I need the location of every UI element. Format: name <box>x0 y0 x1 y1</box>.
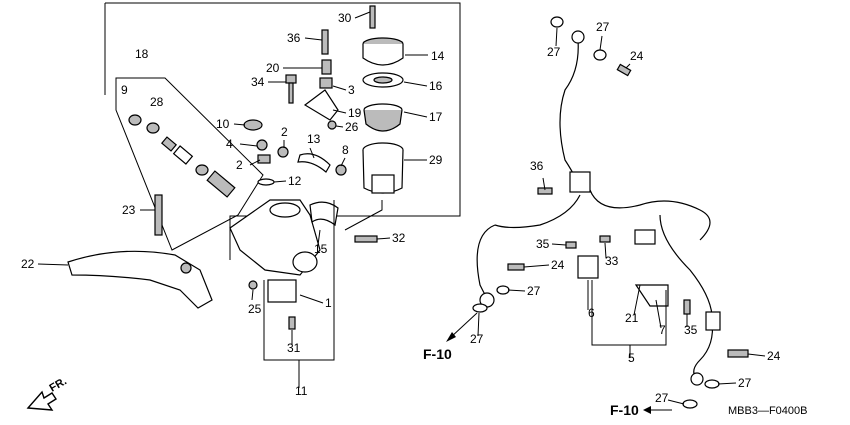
part-number-callout: 22 <box>21 257 35 271</box>
part-number-callout: 14 <box>431 49 445 63</box>
part-number-callout: 12 <box>288 174 302 188</box>
part-number-callout: 27 <box>527 284 541 298</box>
part-number-callout: 26 <box>345 120 359 134</box>
part-number-callout: 24 <box>551 258 565 272</box>
callout-leader <box>317 229 321 246</box>
part-number-callout: 17 <box>429 110 443 124</box>
reservoir-parts <box>243 5 404 194</box>
part-number-callout: 4 <box>226 137 233 151</box>
brake-hoses <box>472 16 749 409</box>
part-number-callout: 30 <box>338 11 352 25</box>
callout-leader <box>655 299 662 329</box>
part-number-callout: 1 <box>325 296 332 310</box>
drawing-code: MBB3—F0400B <box>728 405 807 417</box>
part-number-callout: 18 <box>135 47 149 61</box>
part-number-callout: 27 <box>470 332 484 346</box>
part-number-callout: 20 <box>266 61 280 75</box>
part-number-callout: 5 <box>628 351 635 365</box>
part-number-callout: 19 <box>348 106 362 120</box>
callout-leader <box>403 81 428 87</box>
callout-leader <box>340 157 346 167</box>
callout-leader <box>551 243 567 246</box>
callout-leader <box>633 284 641 316</box>
part-number-callout: 7 <box>659 323 666 337</box>
callout-leader <box>332 85 347 91</box>
callout-leader <box>477 312 480 337</box>
part-number-callout: 25 <box>248 302 262 316</box>
part-number-callout: 28 <box>150 95 164 109</box>
part-number-callout: 23 <box>122 203 136 217</box>
part-number-callout: 3 <box>348 83 355 97</box>
part-number-callout: 27 <box>547 45 561 59</box>
callout-leader <box>239 143 258 147</box>
callout-leader <box>667 399 685 405</box>
callout-leader <box>599 35 603 51</box>
callout-leader <box>37 263 69 266</box>
callout-leader <box>273 180 287 183</box>
part-number-callout: 8 <box>342 143 349 157</box>
callout-leader <box>332 109 347 114</box>
f10-arrows <box>446 312 672 414</box>
piston-kit <box>128 114 236 198</box>
callout-leader <box>523 264 550 268</box>
callout-leader <box>304 37 323 41</box>
callout-leader <box>717 382 737 385</box>
callout-leader <box>604 242 607 259</box>
callout-leader <box>403 111 428 118</box>
front-direction-arrow <box>26 390 57 411</box>
master-cylinder-outline <box>104 2 461 260</box>
part-number-callout: 21 <box>625 311 639 325</box>
part-number-callout: 34 <box>251 75 265 89</box>
part-number-callout: 9 <box>121 83 128 97</box>
part-number-callout: 35 <box>536 237 550 251</box>
part-number-callout: 10 <box>216 117 230 131</box>
part-number-callout: 2 <box>281 125 288 139</box>
callout-leader <box>542 177 546 191</box>
callout-leader <box>354 11 371 19</box>
part-number-callout: 35 <box>684 323 698 337</box>
callout-leader <box>299 294 324 304</box>
front-direction-label: FR. <box>48 375 69 394</box>
part-number-callout: 2 <box>236 158 243 172</box>
callout-leader <box>251 289 254 301</box>
callout-leader <box>625 63 631 69</box>
view-label-f10-right: F-10 <box>610 402 639 418</box>
part-number-callout: 6 <box>588 306 595 320</box>
part-number-callout: 27 <box>596 20 610 34</box>
part-number-callout: 36 <box>530 159 544 173</box>
part-number-callout: 31 <box>287 341 301 355</box>
part-number-callout: 27 <box>738 376 752 390</box>
callout-leader <box>376 237 391 240</box>
part-number-callout: 24 <box>630 49 644 63</box>
part-number-callout: 27 <box>655 391 669 405</box>
callout-leader <box>507 289 526 292</box>
view-label-f10-left: F-10 <box>423 346 452 362</box>
part-number-callout: 11 <box>295 384 308 398</box>
brake-lever <box>67 250 213 309</box>
callout-leader <box>249 159 261 166</box>
part-number-callout: 36 <box>287 31 301 45</box>
part-number-callout: 16 <box>429 79 443 93</box>
part-number-callout: 15 <box>314 242 328 256</box>
callout-leader <box>747 353 766 357</box>
part-number-callout: 24 <box>767 349 781 363</box>
part-number-callout: 33 <box>605 254 619 268</box>
callout-leader <box>309 147 315 159</box>
callout-leader <box>555 27 558 47</box>
group-5-bracket <box>591 280 667 358</box>
callout-leader <box>335 125 344 128</box>
part-number-callout: 13 <box>307 132 321 146</box>
callout-leader <box>233 123 246 126</box>
group-11-bracket <box>263 200 335 388</box>
part-number-callout: 32 <box>392 231 406 245</box>
part-number-callout: 29 <box>429 153 443 167</box>
master-cylinder-body <box>154 194 378 330</box>
